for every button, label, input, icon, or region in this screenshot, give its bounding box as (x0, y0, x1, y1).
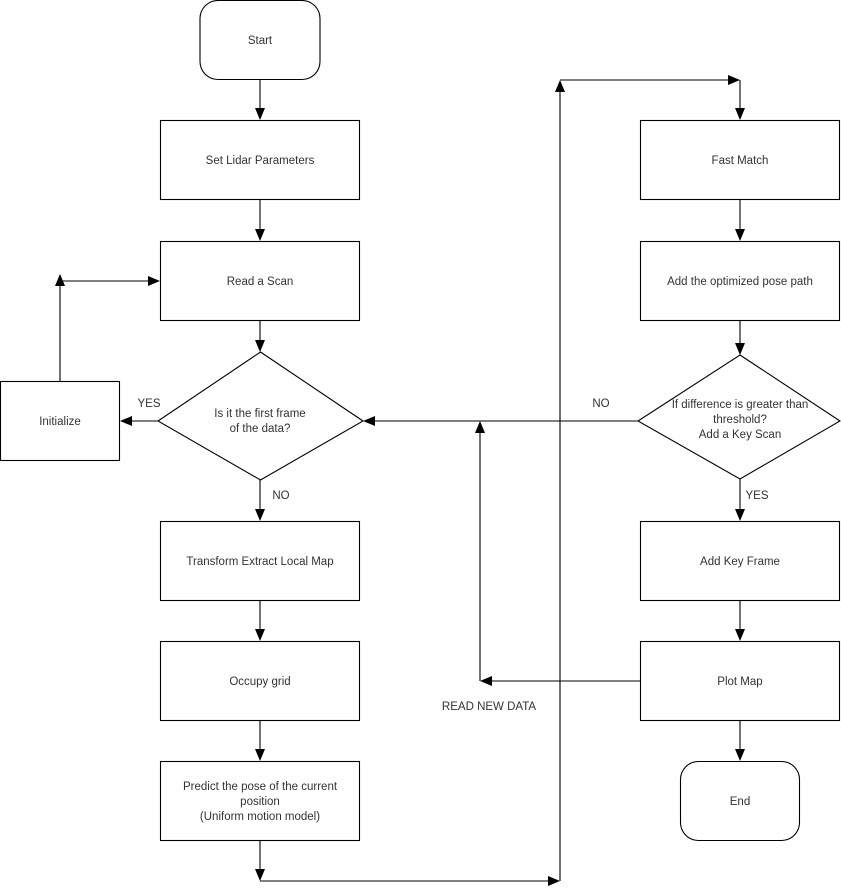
threshold-label-line1: If difference is greater than (672, 399, 809, 411)
read-a-scan-label: Read a Scan (227, 276, 294, 288)
node-transform-extract-local-map[interactable]: Transform Extract Local Map (159, 520, 361, 602)
transform-extract-local-map-label: Transform Extract Local Map (186, 556, 333, 568)
edge-label-yes-first-frame: YES (137, 398, 160, 410)
edge-pose-path-to-threshold (735, 321, 745, 355)
edge-threshold-no-to-first-frame (363, 416, 638, 426)
node-initialize[interactable]: Initialize (0, 380, 121, 462)
predict-pose-label-line1: Predict the pose of the current (183, 781, 338, 793)
read-a-scan-shape[interactable] (159, 240, 361, 322)
is-first-frame-label-line2: of the data? (230, 423, 291, 435)
end-label: End (730, 796, 750, 808)
edge-transform-to-occupy (255, 601, 265, 641)
edge-plot-map-read-new-data (475, 421, 640, 686)
edge-read-scan-to-decision (255, 321, 265, 352)
difference-greater-than-threshold-shape[interactable] (636, 354, 841, 480)
edge-start-to-set-lidar (255, 80, 265, 120)
occupy-grid-label: Occupy grid (229, 676, 290, 688)
edge-label-yes-threshold: YES (745, 490, 768, 502)
transform-extract-local-map-shape[interactable] (159, 520, 361, 602)
add-key-frame-shape[interactable] (639, 520, 841, 602)
initialize-label: Initialize (39, 416, 81, 428)
edge-occupy-to-predict (255, 721, 265, 761)
plot-map-label: Plot Map (717, 676, 762, 688)
node-is-first-frame[interactable]: Is it the first frame of the data? (156, 351, 365, 481)
node-plot-map[interactable]: Plot Map (639, 640, 841, 722)
edge-initialize-to-read-scan (55, 274, 160, 381)
node-start[interactable]: Start (199, 0, 321, 81)
fast-match-label: Fast Match (712, 155, 769, 167)
edge-fast-match-to-pose-path (735, 200, 745, 241)
node-set-lidar-parameters[interactable]: Set Lidar Parameters (159, 119, 361, 201)
predict-pose-shape[interactable] (159, 760, 361, 842)
occupy-grid-shape[interactable] (159, 640, 361, 722)
add-key-frame-label: Add Key Frame (700, 556, 780, 568)
node-add-key-frame[interactable]: Add Key Frame (639, 520, 841, 602)
edge-add-key-frame-to-plot-map (735, 601, 745, 641)
end-shape[interactable] (679, 760, 801, 842)
edge-label-no-threshold: NO (592, 398, 609, 410)
initialize-shape[interactable] (0, 380, 121, 462)
start-label: Start (248, 35, 273, 47)
edge-predict-to-fast-match (255, 75, 745, 886)
plot-map-shape[interactable] (639, 640, 841, 722)
edge-decision-no-to-transform (255, 480, 265, 521)
edge-set-lidar-to-read-scan (255, 200, 265, 241)
node-predict-pose[interactable]: Predict the pose of the current position… (159, 760, 361, 842)
node-difference-greater-than-threshold[interactable]: If difference is greater than threshold?… (636, 354, 841, 480)
node-occupy-grid[interactable]: Occupy grid (159, 640, 361, 722)
edge-plot-map-to-end (735, 721, 745, 761)
predict-pose-label-line2: position (240, 796, 280, 808)
start-shape[interactable] (199, 0, 321, 81)
add-optimized-pose-path-shape[interactable] (639, 240, 841, 322)
set-lidar-parameters-label: Set Lidar Parameters (206, 155, 315, 167)
threshold-label-line3: Add a Key Scan (699, 429, 781, 441)
edges-layer (55, 75, 745, 886)
set-lidar-parameters-shape[interactable] (159, 119, 361, 201)
is-first-frame-label-line1: Is it the first frame (214, 408, 305, 420)
edge-label-read-new-data: READ NEW DATA (442, 701, 536, 713)
node-add-optimized-pose-path[interactable]: Add the optimized pose path (639, 240, 841, 322)
threshold-label-line2: threshold? (713, 414, 767, 426)
edge-decision-yes-to-initialize (120, 416, 158, 426)
node-end[interactable]: End (679, 760, 801, 842)
edge-threshold-yes-to-add-key-frame (735, 479, 745, 521)
add-optimized-pose-path-label: Add the optimized pose path (667, 276, 813, 288)
node-read-a-scan[interactable]: Read a Scan (159, 240, 361, 322)
edge-label-no-first-frame: NO (272, 490, 289, 502)
fast-match-shape[interactable] (639, 119, 841, 201)
nodes-layer: Start Set Lidar Parameters Read a Scan I… (0, 0, 841, 842)
edge-labels-layer: YES NO NO YES READ NEW DATA (137, 398, 768, 713)
node-fast-match[interactable]: Fast Match (639, 119, 841, 201)
is-first-frame-shape[interactable] (156, 351, 365, 481)
predict-pose-label-line3: (Uniform motion model) (200, 811, 320, 823)
